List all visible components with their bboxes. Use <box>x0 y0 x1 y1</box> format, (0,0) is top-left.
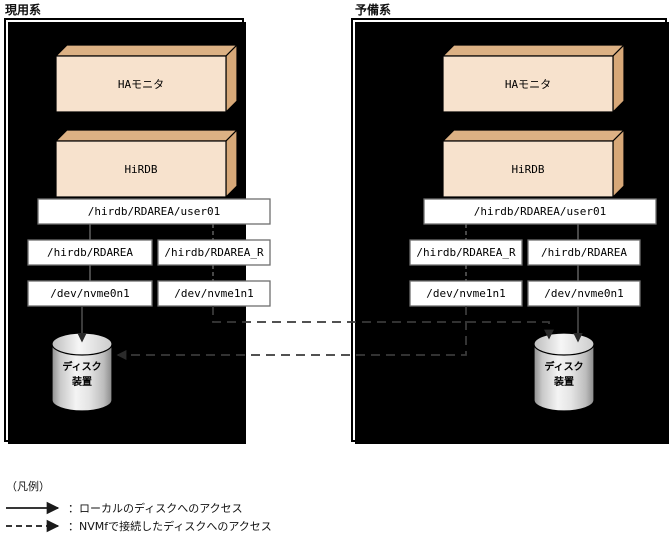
device-box-0-active <box>27 280 153 307</box>
hirdb-box-side-standby <box>612 128 625 199</box>
hirdb-box-active: HiRDB <box>54 128 239 199</box>
disk-cylinder-active: ディスク 装置 <box>51 332 113 412</box>
ha-monitor-box-face-active <box>55 55 227 113</box>
hirdb-label-standby: HiRDB <box>511 163 544 176</box>
disk-cylinder-body-standby <box>533 343 595 412</box>
hirdb-box-face-standby <box>442 140 614 198</box>
hirdb-label-active: HiRDB <box>124 163 157 176</box>
ha-monitor-box-face-standby <box>442 55 614 113</box>
hirdb-box-top-active <box>54 129 239 142</box>
branch-path-label-1-active: /hirdb/RDAREA_R <box>164 246 264 259</box>
rdarea-root-box-active <box>37 198 271 225</box>
disk-cylinder-standby: ディスク 装置 <box>533 332 595 412</box>
ha-monitor-box-standby: HAモニタ <box>441 43 626 114</box>
system-label-standby: 予備系 <box>355 2 391 17</box>
disk-label-line1-active: ディスク <box>62 360 101 373</box>
hirdb-box-side-active <box>225 128 238 199</box>
disk-label-line2-active: 装置 <box>71 375 92 388</box>
flow-nvmf-standby-to-active-disk <box>116 306 467 360</box>
disk-label-line2-standby: 装置 <box>553 375 574 388</box>
rdarea-root-box-standby <box>423 198 657 225</box>
legend-label-nvmf: ：NVMfで接続したディスクへのアクセス <box>68 519 272 533</box>
disk-label-line1-standby: ディスク <box>544 360 583 373</box>
branch-path-label-0-standby: /hirdb/RDAREA_R <box>416 246 516 259</box>
ha-monitor-box-top-standby <box>441 44 626 57</box>
disk-cylinder-top-standby <box>533 332 595 356</box>
system-frame-standby <box>351 18 667 442</box>
device-label-1-active: /dev/nvme1n1 <box>174 287 253 300</box>
device-box-0-standby <box>409 280 523 307</box>
hirdb-box-face-active <box>55 140 227 198</box>
rdarea-root-label-standby: /hirdb/RDAREA/user01 <box>474 205 606 218</box>
system-label-active: 現用系 <box>5 2 41 17</box>
ha-monitor-box-side-active <box>225 43 238 114</box>
system-frame-active <box>4 18 244 442</box>
device-box-1-standby <box>527 280 641 307</box>
device-box-1-active <box>157 280 271 307</box>
ha-monitor-box-side-standby <box>612 43 625 114</box>
ha-monitor-label-active: HAモニタ <box>118 78 164 91</box>
ha-monitor-box-active: HAモニタ <box>54 43 239 114</box>
hirdb-box-standby: HiRDB <box>441 128 626 199</box>
flow-nvmf-active-to-standby-disk <box>212 306 554 340</box>
disk-cylinder-body-active <box>51 343 113 412</box>
legend-title: （凡例） <box>6 479 50 493</box>
hirdb-box-top-standby <box>441 129 626 142</box>
legend-label-local: ：ローカルのディスクへのアクセス <box>68 501 243 515</box>
rdarea-root-label-active: /hirdb/RDAREA/user01 <box>88 205 220 218</box>
device-label-0-active: /dev/nvme0n1 <box>50 287 129 300</box>
branch-path-box-1-active <box>157 239 271 266</box>
branch-path-box-1-standby <box>527 239 641 266</box>
branch-path-label-1-standby: /hirdb/RDAREA <box>541 246 627 259</box>
ha-monitor-box-top-active <box>54 44 239 57</box>
device-label-1-standby: /dev/nvme0n1 <box>544 287 623 300</box>
device-label-0-standby: /dev/nvme1n1 <box>426 287 505 300</box>
ha-monitor-label-standby: HAモニタ <box>505 78 551 91</box>
branch-path-label-0-active: /hirdb/RDAREA <box>47 246 133 259</box>
branch-path-box-0-standby <box>409 239 523 266</box>
